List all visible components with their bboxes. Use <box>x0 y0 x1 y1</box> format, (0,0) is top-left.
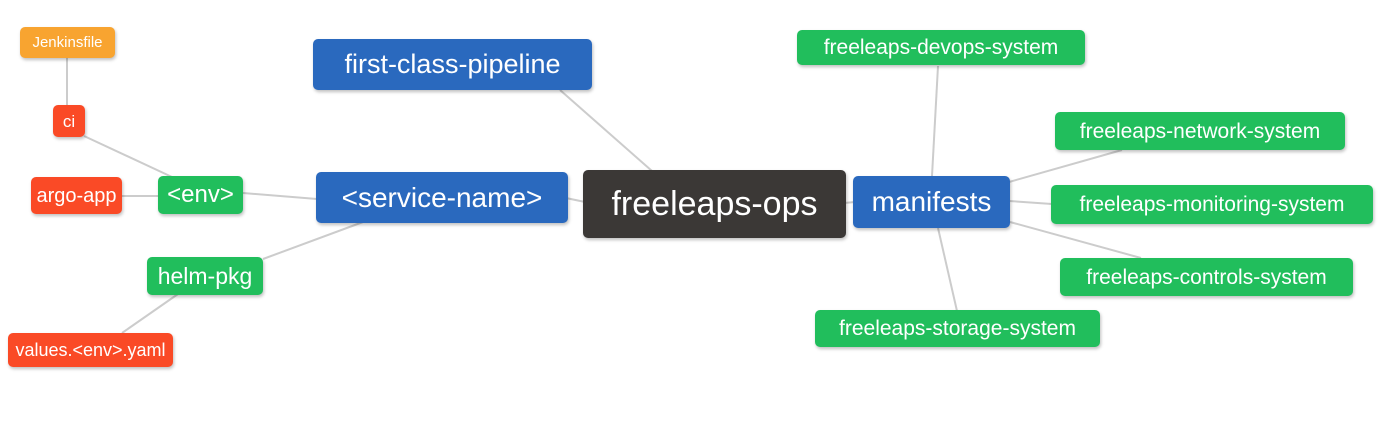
edge-env-service-name <box>242 192 318 200</box>
node-argo-app[interactable]: argo-app <box>31 177 122 214</box>
edge-manifests-monitoring <box>1008 200 1053 205</box>
edge-manifests-network <box>1008 149 1123 183</box>
node-freeleaps-ops-root[interactable]: freeleaps-ops <box>583 170 846 238</box>
node-manifests[interactable]: manifests <box>853 176 1010 228</box>
node-env[interactable]: <env> <box>158 176 243 214</box>
edge-service-name-helm-pkg <box>262 221 364 260</box>
edge-helm-pkg-values <box>121 293 179 334</box>
node-controls-system[interactable]: freeleaps-controls-system <box>1060 258 1353 296</box>
node-jenkinsfile[interactable]: Jenkinsfile <box>20 27 115 58</box>
node-service-name[interactable]: <service-name> <box>316 172 568 223</box>
node-storage-system[interactable]: freeleaps-storage-system <box>815 310 1100 347</box>
edge-manifests-devops <box>931 65 939 177</box>
edge-pipeline-root <box>559 89 653 172</box>
edge-ci-env <box>83 135 173 178</box>
edge-service-name-root <box>565 197 586 203</box>
node-network-system[interactable]: freeleaps-network-system <box>1055 112 1345 150</box>
edge-manifests-storage <box>937 227 958 312</box>
node-ci[interactable]: ci <box>53 105 85 137</box>
node-first-class-pipeline[interactable]: first-class-pipeline <box>313 39 592 90</box>
edge-manifests-controls <box>1009 221 1142 259</box>
node-devops-system[interactable]: freeleaps-devops-system <box>797 30 1085 65</box>
node-helm-pkg[interactable]: helm-pkg <box>147 257 263 295</box>
node-monitoring-system[interactable]: freeleaps-monitoring-system <box>1051 185 1373 224</box>
node-values-env-yaml[interactable]: values.<env>.yaml <box>8 333 173 367</box>
